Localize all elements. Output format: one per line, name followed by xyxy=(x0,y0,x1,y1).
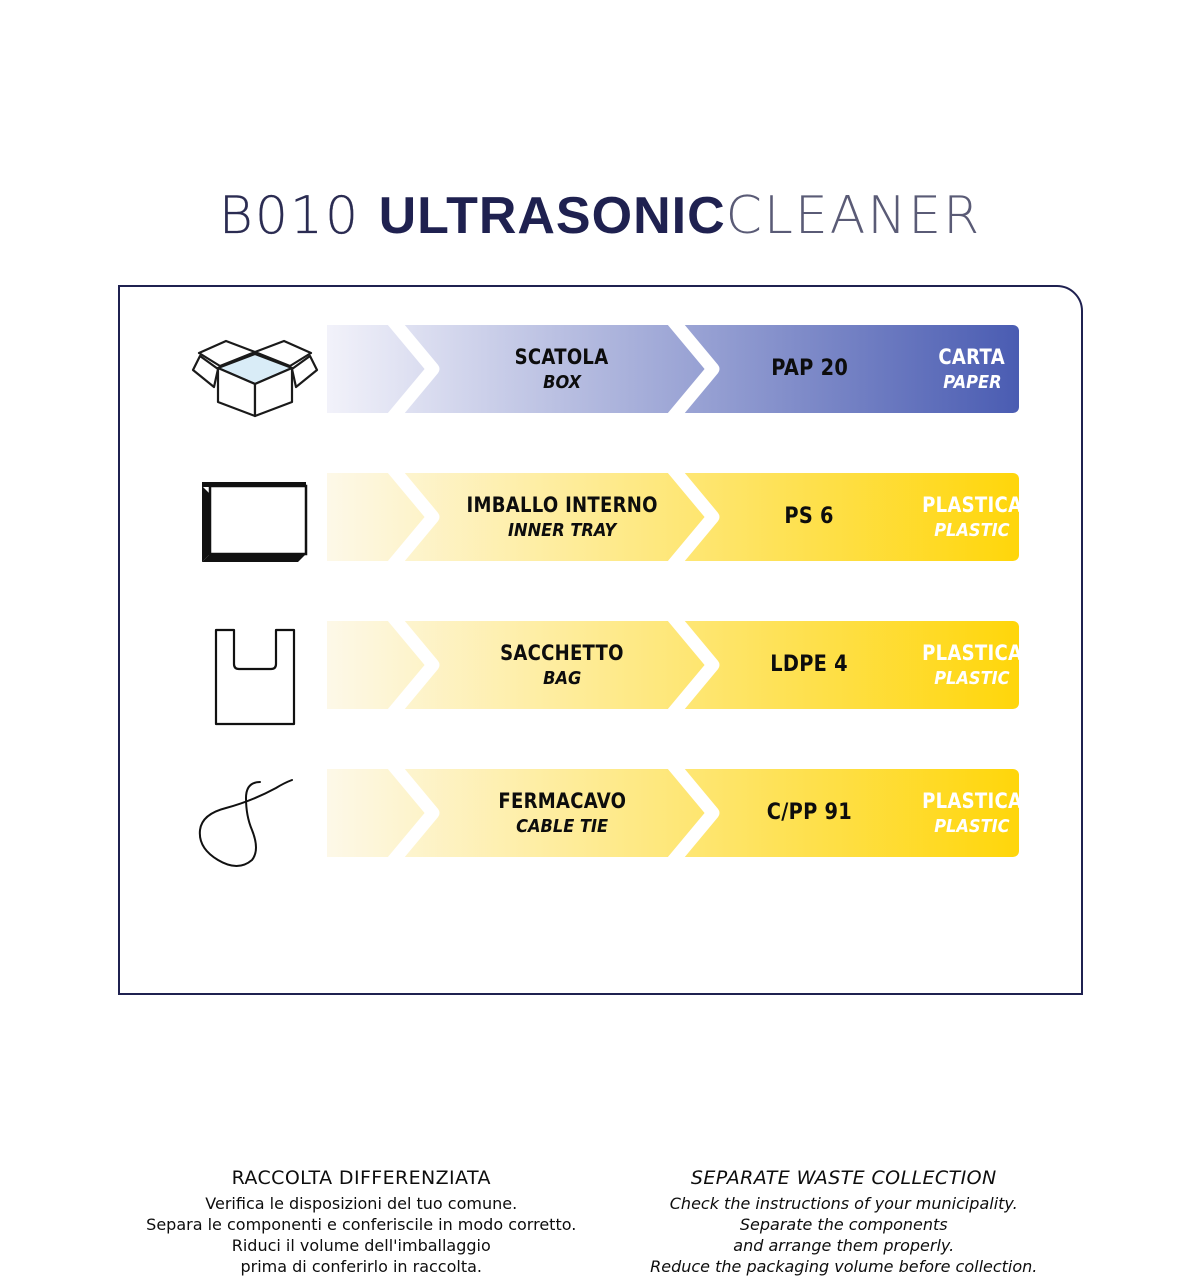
waste-stream-it: PLASTICA xyxy=(921,788,1019,813)
footer-english-line: Check the instructions of your municipal… xyxy=(669,1194,1018,1213)
chevron-separator-1 xyxy=(387,325,451,413)
chevron-separator-2 xyxy=(667,325,731,413)
footer-italian-line: prima di conferirlo in raccolta. xyxy=(240,1257,482,1277)
waste-stream-en: PAPER xyxy=(942,371,1002,393)
chevron-separator-1 xyxy=(387,769,451,857)
material-name-it: SCATOLA xyxy=(515,344,609,369)
title-product-bold: ULTRASONIC xyxy=(378,187,726,245)
material-name-en: BAG xyxy=(542,667,582,689)
cable-tie-icon xyxy=(180,768,330,867)
page-title: B010 ULTRASONICCLEANER xyxy=(0,186,1200,246)
waste-stream-it: PLASTICA xyxy=(921,640,1019,665)
material-name-it: FERMACAVO xyxy=(498,788,626,813)
footer-english-line: Reduce the packaging volume before colle… xyxy=(650,1257,1038,1277)
material-name-it: IMBALLO INTERNO xyxy=(466,492,658,517)
waste-stream-en: PLASTIC xyxy=(934,815,1010,837)
band-gradient xyxy=(327,621,1019,709)
chevron-separator-2 xyxy=(667,769,731,857)
chevron-separator-2 xyxy=(667,621,731,709)
waste-stream-it: CARTA xyxy=(938,344,1006,369)
footer-english-heading: SEPARATE WASTE COLLECTION xyxy=(690,1167,997,1189)
segment-material-code: LDPE 4 xyxy=(707,621,912,709)
footer-english-line: and arrange them properly. xyxy=(733,1236,955,1256)
material-code: C/PP 91 xyxy=(766,800,853,826)
segment-material-code: PS 6 xyxy=(707,473,912,561)
segment-material-code: PAP 20 xyxy=(707,325,912,413)
footer-english-line: Separate the components xyxy=(739,1215,948,1235)
open-box-icon xyxy=(180,324,330,418)
material-code: PS 6 xyxy=(784,504,835,530)
footer-italian-line: Riduci il volume dell'imballaggio xyxy=(231,1236,491,1256)
footer-instructions: RACCOLTA DIFFERENZIATA Verifica le dispo… xyxy=(120,1167,1085,1277)
chevron-separator-1 xyxy=(387,473,451,561)
waste-stream-en: PLASTIC xyxy=(934,519,1010,541)
band-gradient xyxy=(327,473,1019,561)
title-space xyxy=(360,186,379,246)
chevron-separator-1 xyxy=(387,621,451,709)
footer-italian-heading: RACCOLTA DIFFERENZIATA xyxy=(231,1167,491,1189)
material-name-it: SACCHETTO xyxy=(500,640,624,665)
title-model: B010 xyxy=(218,186,361,246)
band-gradient xyxy=(327,325,1019,413)
inner-tray-icon xyxy=(180,472,330,562)
band-gradient xyxy=(327,769,1019,857)
title-product-light: CLEANER xyxy=(725,186,982,246)
material-code: PAP 20 xyxy=(771,356,848,382)
material-name-en: BOX xyxy=(542,371,582,393)
footer-italian-line: Verifica le disposizioni del tuo comune. xyxy=(205,1194,518,1213)
footer-english: SEPARATE WASTE COLLECTION Check the inst… xyxy=(603,1167,1086,1277)
material-name-en: INNER TRAY xyxy=(507,519,617,541)
material-name-en: CABLE TIE xyxy=(516,815,608,837)
shopping-bag-icon xyxy=(180,620,330,726)
material-code: LDPE 4 xyxy=(770,652,849,678)
footer-italian-line: Separa le componenti e conferiscile in m… xyxy=(146,1215,577,1235)
waste-stream-en: PLASTIC xyxy=(934,667,1010,689)
footer-italian: RACCOLTA DIFFERENZIATA Verifica le dispo… xyxy=(120,1167,603,1277)
segment-material-code: C/PP 91 xyxy=(707,769,912,857)
waste-stream-it: PLASTICA xyxy=(921,492,1019,517)
chevron-separator-2 xyxy=(667,473,731,561)
